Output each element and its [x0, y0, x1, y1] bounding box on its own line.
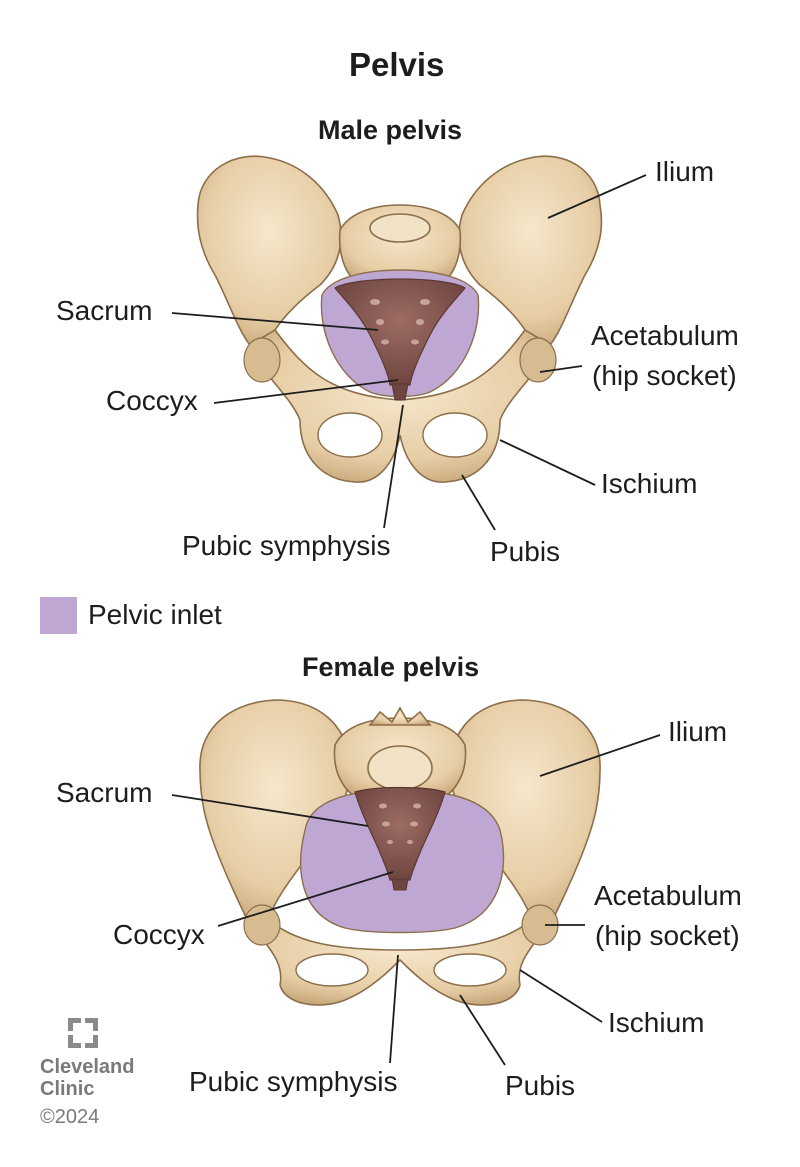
- male-label-pubis: Pubis: [490, 536, 561, 567]
- page-title: Pelvis: [349, 46, 445, 83]
- female-right-obturator: [433, 953, 507, 987]
- cleveland-clinic-logo: Cleveland Clinic ©2024: [40, 1018, 150, 1129]
- female-ilium-leader: [539, 734, 661, 777]
- male-left-ilium: [196, 155, 342, 347]
- male-label-coccyx: Coccyx: [106, 385, 198, 416]
- female-label-ilium: Ilium: [668, 716, 728, 747]
- logo-name-line-1: Cleveland: [40, 1056, 135, 1078]
- female-label-coccyx: Coccyx: [113, 919, 205, 950]
- male-acetabulum-leader: [539, 365, 583, 373]
- female-sacrum-leader: [171, 794, 369, 827]
- male-label-ischium: Ischium: [601, 468, 698, 499]
- male-symphysis-leader: [383, 404, 404, 529]
- female-symphysis-leader: [389, 954, 399, 1064]
- male-label-ilium: Ilium: [655, 156, 715, 187]
- female-sacrum: [354, 786, 446, 881]
- male-coccyx: [391, 383, 409, 401]
- male-coccyx-leader: [213, 379, 399, 404]
- pelvic-inlet-swatch: [40, 597, 77, 634]
- male-ischium-leader: [499, 439, 596, 486]
- female-label-acetabulum: Acetabulum: [594, 880, 742, 911]
- male-sacrum-leader: [171, 312, 379, 331]
- legend-label: Pelvic inlet: [88, 599, 222, 630]
- female-left-obturator: [295, 953, 369, 987]
- cleveland-clinic-logo-icon: [68, 1018, 98, 1048]
- male-left-obturator: [317, 412, 383, 458]
- female-pubis-leader: [459, 994, 506, 1066]
- male-label-acetabulum-sub: (hip socket): [592, 360, 737, 391]
- female-label-acetabulum-sub: (hip socket): [595, 920, 740, 951]
- male-label-acetabulum: Acetabulum: [591, 320, 739, 351]
- female-pelvis-heading: Female pelvis: [302, 652, 480, 682]
- male-right-obturator: [422, 412, 488, 458]
- male-right-ilium: [458, 155, 603, 347]
- male-pelvis-heading: Male pelvis: [318, 115, 463, 145]
- male-label-pubic-symphysis: Pubic symphysis: [182, 530, 391, 561]
- male-label-sacrum: Sacrum: [56, 295, 153, 326]
- female-label-sacrum: Sacrum: [56, 777, 153, 808]
- female-coccyx: [391, 878, 409, 891]
- female-label-pubic-symphysis: Pubic symphysis: [189, 1066, 398, 1097]
- female-label-pubis: Pubis: [505, 1070, 576, 1101]
- female-label-ischium: Ischium: [608, 1007, 705, 1038]
- male-pubis-leader: [461, 474, 496, 531]
- copyright: ©2024: [40, 1106, 100, 1128]
- logo-name-line-2: Clinic: [40, 1078, 95, 1100]
- male-ilium-leader: [547, 174, 647, 219]
- female-ischium-leader: [519, 969, 603, 1023]
- female-coccyx-leader: [217, 871, 394, 927]
- male-sacrum: [334, 278, 466, 386]
